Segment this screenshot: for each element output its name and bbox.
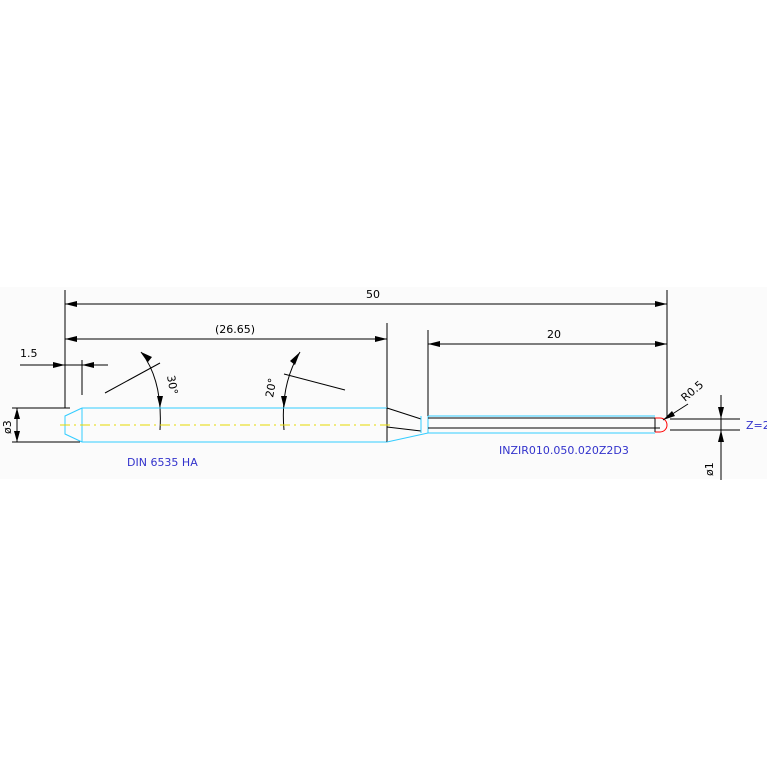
- dim-shank-length: (26.65): [65, 323, 388, 408]
- dim-cutting-diameter: ø1 Z=2: [670, 395, 767, 480]
- flutes-text: Z=2: [746, 419, 767, 432]
- tool-shank: [60, 407, 390, 443]
- drawing-area: [0, 287, 767, 479]
- dim-taper-angle: 20°: [263, 351, 346, 431]
- shank-diameter-text: ø3: [1, 420, 14, 434]
- shank-length-text: (26.65): [215, 323, 255, 336]
- taper-angle-text: 20°: [263, 377, 279, 398]
- shank-standard-label: DIN 6535 HA: [127, 456, 198, 469]
- dim-overall-length: 50: [64, 288, 668, 418]
- overall-length-text: 50: [366, 288, 380, 301]
- part-number-label: INZIR010.050.020Z2D3: [499, 444, 629, 457]
- dim-shank-angle: 30°: [104, 351, 180, 431]
- cutting-diameter-text: ø1: [703, 462, 716, 476]
- flute-length-text: 20: [547, 328, 561, 341]
- dim-chamfer: 1.5: [20, 347, 108, 395]
- tool-taper: [386, 407, 429, 443]
- chamfer-text: 1.5: [20, 347, 38, 360]
- dim-shank-diameter: ø3: [1, 407, 80, 443]
- dim-flute-length: 20: [427, 328, 667, 416]
- shank-angle-text: 30°: [164, 374, 180, 395]
- ball-nose-radius: [655, 417, 668, 433]
- tool-cutting-part: [428, 415, 668, 434]
